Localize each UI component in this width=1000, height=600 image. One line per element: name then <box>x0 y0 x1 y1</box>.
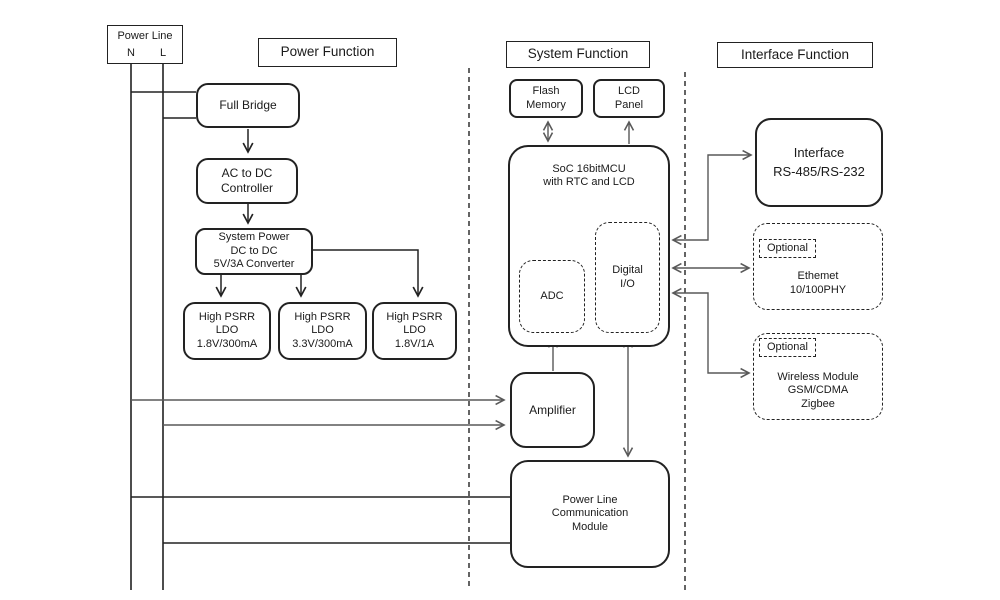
header-system-function: System Function <box>506 41 650 68</box>
plc-line3: Module <box>571 520 609 533</box>
plc-line2: Communication <box>551 507 629 520</box>
adc-label: ADC <box>540 289 564 302</box>
ethernet-line1: Ethemet <box>797 270 839 283</box>
header-system-function-label: System Function <box>527 46 629 62</box>
header-power-function-label: Power Function <box>280 44 375 60</box>
header-interface-function-label: Interface Function <box>740 46 850 62</box>
block-ldo-3v3-300ma: High PSRR LDO 3.3V/300mA <box>278 302 367 360</box>
acdc-line2: Controller <box>220 181 274 195</box>
block-ethernet-optional: Optional Ethemet 10/100PHY <box>753 223 883 310</box>
block-amplifier: Amplifier <box>510 372 595 448</box>
block-digital-io: Digital I/O <box>595 222 660 333</box>
flash-line2: Memory <box>526 98 566 111</box>
syspower-line3: 5V/3A Converter <box>213 258 295 271</box>
digitalio-line1: Digital <box>612 264 643 277</box>
block-flash-memory: Flash Memory <box>509 79 583 118</box>
wireless-line2: GSM/CDMA <box>787 384 849 397</box>
ldo3-line1: High PSRR <box>386 310 443 323</box>
flash-line1: Flash <box>532 85 560 98</box>
ldo2-line2: LDO <box>311 324 334 337</box>
syspower-line2: DC to DC <box>230 244 278 257</box>
ldo2-line1: High PSRR <box>294 310 351 323</box>
amplifier-label: Amplifier <box>529 402 576 417</box>
ldo2-line3: 3.3V/300mA <box>292 337 353 350</box>
ldo1-line2: LDO <box>215 324 239 337</box>
lcd-line1: LCD <box>617 85 640 98</box>
block-ldo-1v8-300ma: High PSRR LDO 1.8V/300mA <box>183 302 271 360</box>
rs-line2: RS-485/RS-232 <box>773 163 865 179</box>
wireless-optional-tag: Optional <box>759 338 816 358</box>
syspower-line1: System Power <box>218 231 290 244</box>
rs-line1: Interface <box>793 144 845 160</box>
block-wireless-optional: Optional Wireless Module GSM/CDMA Zigbee <box>753 333 883 420</box>
ethernet-optional-tag: Optional <box>759 239 816 259</box>
digitalio-line2: I/O <box>620 277 635 290</box>
terminal-l-label: L <box>160 47 167 59</box>
ldo3-line3: 1.8V/1A <box>394 337 435 350</box>
ldo3-line2: LDO <box>403 324 426 337</box>
soc-line1: SoC 16bitMCU <box>552 163 626 175</box>
block-rs485-rs232: Interface RS-485/RS-232 <box>755 118 883 207</box>
wireless-line1: Wireless Module <box>777 370 859 383</box>
block-lcd-panel: LCD Panel <box>593 79 665 118</box>
soc-line2: with RTC and LCD <box>543 176 635 189</box>
arrow-soc-wireless <box>671 287 751 379</box>
ethernet-line2: 10/100PHY <box>789 283 847 296</box>
wireless-line3: Zigbee <box>801 397 835 410</box>
power-chain-arrows <box>215 129 424 298</box>
signal-connectors <box>131 120 753 458</box>
block-adc: ADC <box>519 260 585 333</box>
block-plc-module: Power Line Communication Module <box>510 460 670 568</box>
block-ac-dc-controller: AC to DC Controller <box>196 158 298 204</box>
arrow-syspower-to-ldo3 <box>313 249 424 298</box>
acdc-line1: AC to DC <box>221 166 273 181</box>
ldo1-line1: High PSRR <box>198 310 256 323</box>
power-rails <box>130 64 510 590</box>
header-power-function: Power Function <box>258 38 397 67</box>
lcd-line2: Panel <box>614 98 644 111</box>
plc-line1: Power Line <box>562 493 618 506</box>
block-system-power-dcdc: System Power DC to DC 5V/3A Converter <box>195 228 313 275</box>
header-interface-function: Interface Function <box>717 42 873 68</box>
block-ldo-1v8-1a: High PSRR LDO 1.8V/1A <box>372 302 457 360</box>
ldo1-line3: 1.8V/300mA <box>196 337 258 350</box>
full-bridge-label: Full Bridge <box>219 98 277 113</box>
arrow-soc-rs485 <box>671 149 753 246</box>
block-full-bridge: Full Bridge <box>196 83 300 128</box>
power-line-source: Power Line N L <box>107 25 183 64</box>
terminal-n-label: N <box>127 47 135 59</box>
power-line-label: Power Line <box>117 30 173 42</box>
